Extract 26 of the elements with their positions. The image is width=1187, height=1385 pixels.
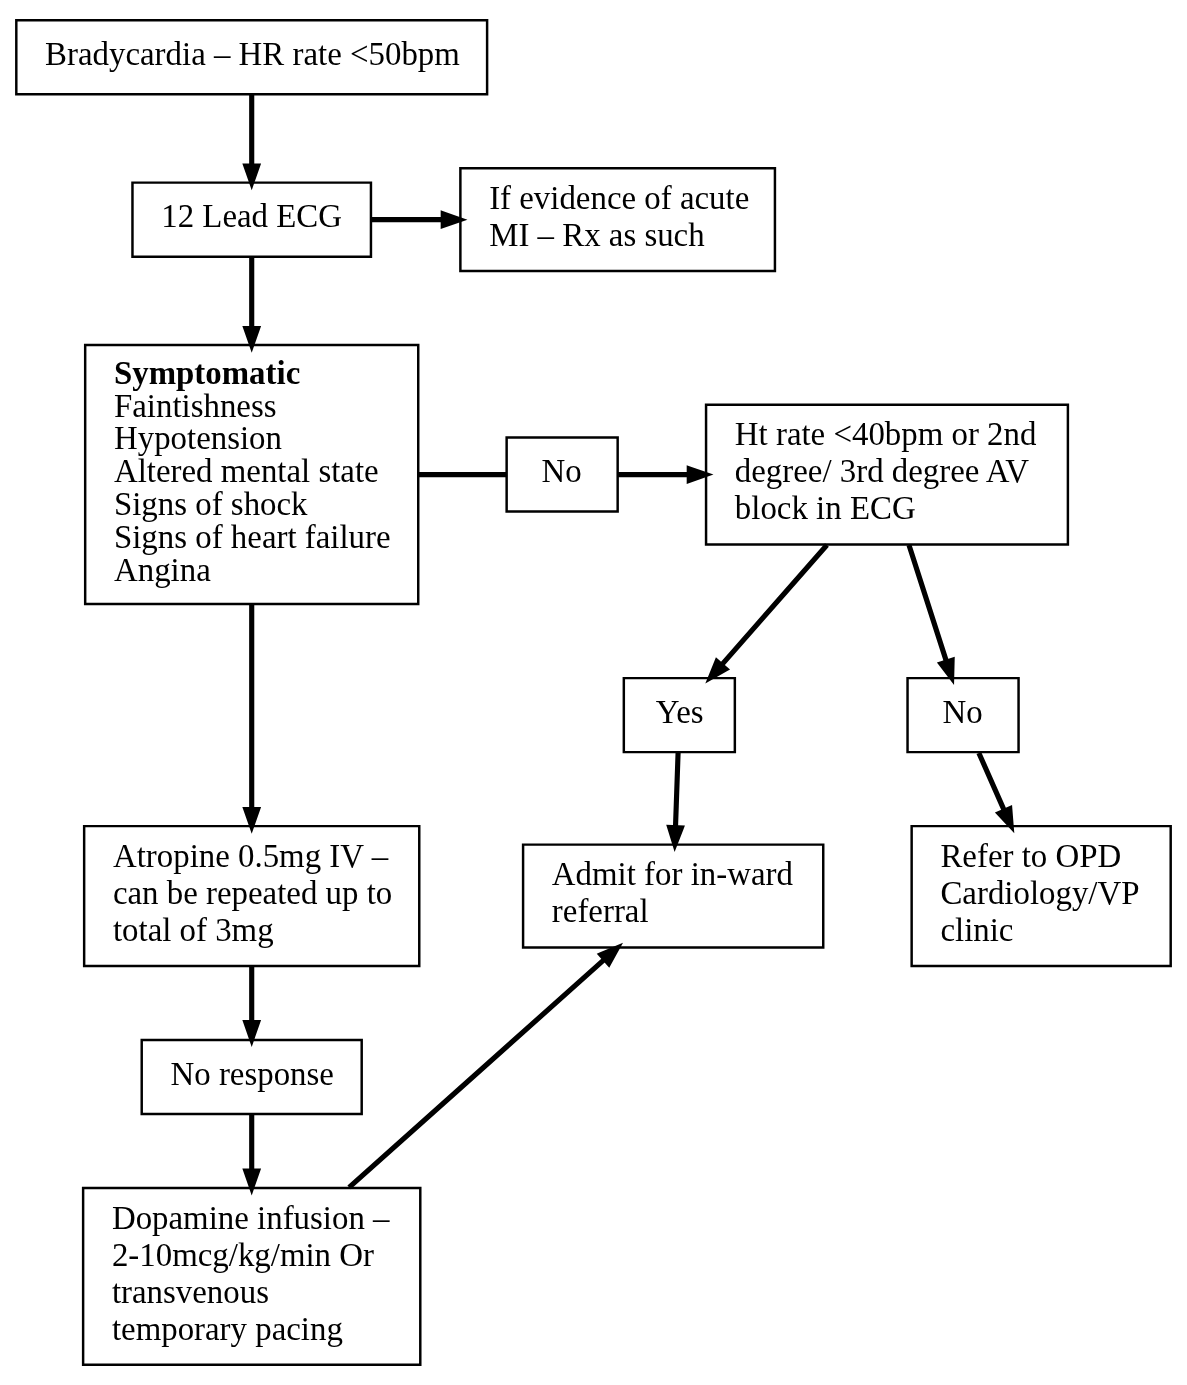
arrow: [242, 94, 262, 191]
node-box: Ht rate <40bpm or 2nd degree/ 3rd degree AV block in ECG: [704, 403, 1070, 546]
arrow: [976, 751, 1015, 834]
node-box: Refer to OPD Cardiology/VP clinic: [910, 824, 1172, 968]
arrow: [371, 210, 468, 230]
node-box: Yes: [622, 676, 737, 754]
arrow: [242, 965, 262, 1047]
node-box: Bradycardia – HR rate <50bpm: [15, 19, 489, 96]
node-box: No: [906, 676, 1020, 754]
arrow: [705, 543, 829, 684]
arrow: [242, 1114, 262, 1196]
node-box: Symptomatic Faintishness Hypotension Altered mental state Signs of shock Signs of heart failure Angina: [83, 343, 420, 606]
arrow: [906, 544, 955, 686]
arrow: [242, 604, 262, 834]
arrow: [618, 465, 714, 484]
node-box: No response: [140, 1038, 363, 1116]
node-box: Atropine 0.5mg IV – can be repeated up to total of 3mg: [82, 824, 421, 968]
node-box: 12 Lead ECG: [131, 181, 373, 258]
node-box: No: [505, 436, 619, 513]
connector: [418, 472, 507, 478]
node-box: Dopamine infusion – 2-10mcg/kg/min Or transvenous temporary pacing: [81, 1186, 422, 1366]
arrow: [666, 752, 685, 852]
arrow: [242, 257, 262, 353]
node-box: If evidence of acute MI – Rx as such: [459, 167, 777, 273]
arrow: [347, 942, 623, 1190]
node-box: Admit for in-ward referral: [521, 843, 825, 949]
